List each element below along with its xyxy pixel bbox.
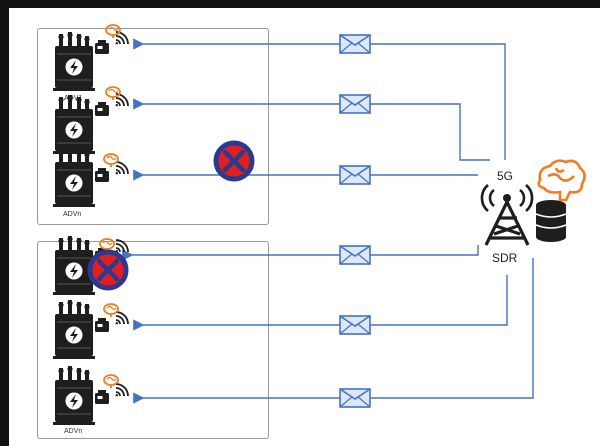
envelope-icon bbox=[339, 315, 371, 335]
brain-icon bbox=[537, 159, 586, 202]
transformer-node: ADV1 bbox=[52, 24, 129, 102]
link-2 bbox=[133, 98, 490, 161]
frame-top-border bbox=[0, 0, 600, 8]
transformer-label: ADVn bbox=[63, 211, 81, 218]
transformer-icon bbox=[52, 365, 96, 426]
meter-icon bbox=[95, 390, 109, 404]
transformer-icon bbox=[52, 31, 96, 92]
blocked-icon bbox=[216, 143, 252, 179]
transformer-node: ADVn bbox=[52, 147, 129, 218]
envelope-icon bbox=[339, 165, 371, 185]
brain-icon bbox=[103, 303, 119, 318]
envelope-icon bbox=[339, 34, 371, 54]
link-1 bbox=[133, 38, 506, 160]
database-icon bbox=[535, 200, 567, 242]
brain-icon bbox=[103, 153, 119, 168]
link-6 bbox=[133, 258, 534, 404]
transformer-label: ADVn bbox=[64, 428, 82, 435]
meter-icon bbox=[95, 168, 109, 182]
blocked-icon bbox=[90, 252, 126, 288]
transformer-icon bbox=[52, 299, 96, 360]
wifi-icon bbox=[114, 383, 129, 398]
base-station: 5G SDR bbox=[480, 169, 534, 265]
link-5 bbox=[133, 275, 508, 331]
meter-icon bbox=[95, 40, 109, 54]
base-station-label-top: 5G bbox=[497, 169, 513, 183]
link-4 bbox=[122, 245, 479, 261]
meter-icon bbox=[95, 318, 109, 332]
transformer-label: ADV1 bbox=[64, 95, 82, 102]
envelope-icon bbox=[339, 388, 371, 408]
transformer-icon bbox=[52, 147, 96, 208]
wifi-icon bbox=[114, 239, 129, 254]
cell-tower-icon bbox=[480, 184, 534, 246]
envelope-icon bbox=[339, 245, 371, 265]
envelope-icon bbox=[339, 94, 371, 114]
transformer-icon bbox=[52, 94, 96, 155]
meter-icon bbox=[95, 102, 109, 116]
base-station-label-bottom: SDR bbox=[492, 251, 518, 265]
wifi-icon bbox=[114, 311, 129, 326]
wifi-icon bbox=[114, 161, 129, 176]
transformer-node bbox=[52, 299, 129, 360]
frame-left-border bbox=[0, 0, 9, 446]
brain-icon bbox=[103, 374, 119, 389]
transformer-node: ADVn bbox=[52, 365, 129, 435]
